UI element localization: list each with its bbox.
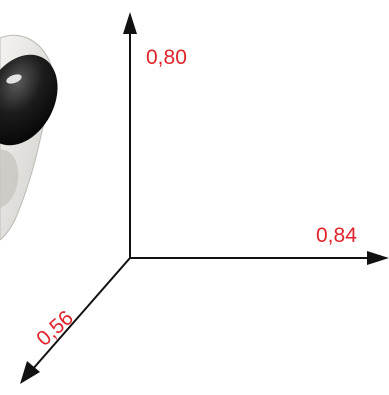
product-dark-cap [0, 54, 58, 146]
height-label: 0,80 [146, 46, 187, 69]
vertical-arrow-head [123, 12, 137, 34]
depth-arrow-head [20, 361, 40, 384]
product-object [0, 34, 58, 241]
dimension-axes [20, 12, 389, 384]
product-highlight [6, 74, 22, 84]
depth-axis-line [31, 257, 131, 371]
width-label: 0,84 [316, 224, 357, 247]
horizontal-arrow-head [367, 251, 389, 265]
product-lower-shape [0, 149, 19, 208]
